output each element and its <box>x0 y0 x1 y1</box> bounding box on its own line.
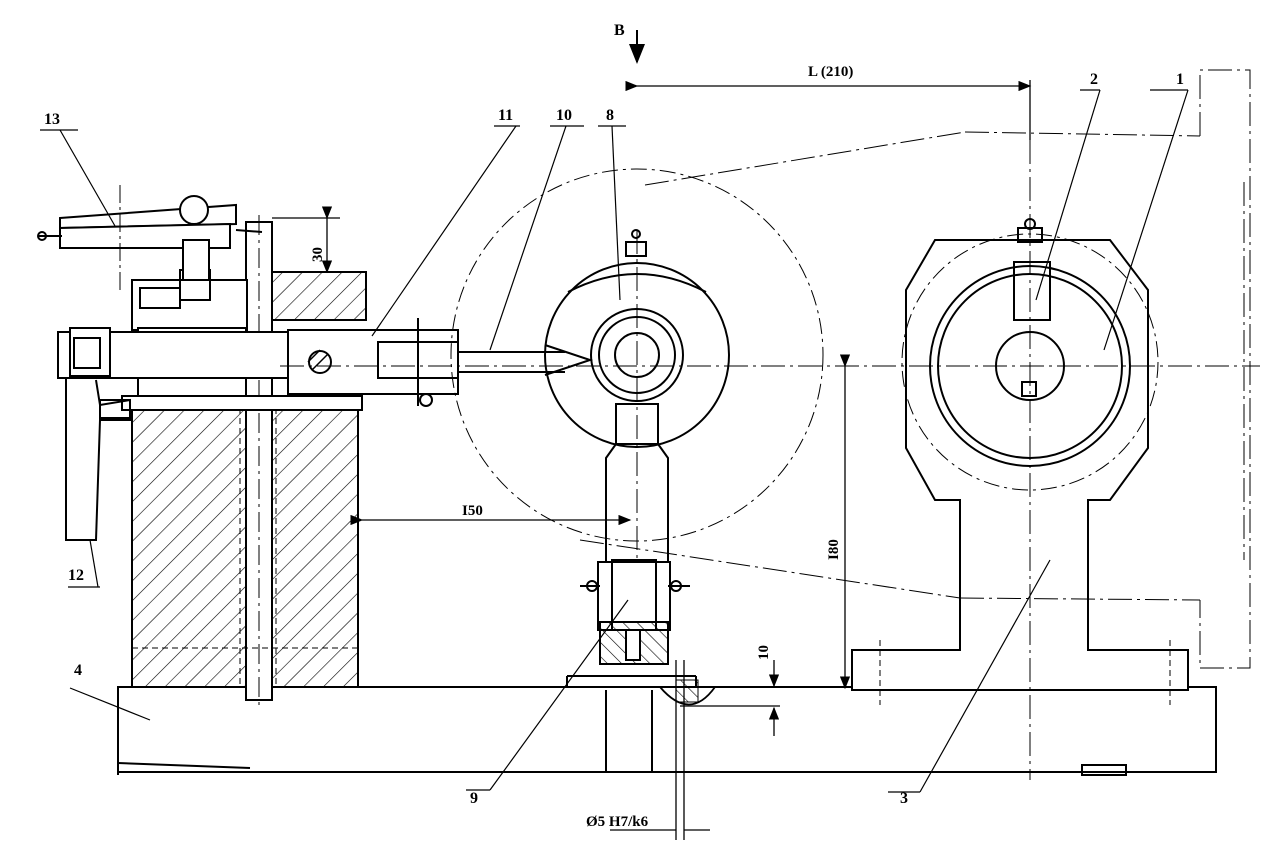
dimension-10: 10 <box>756 645 772 660</box>
bearing-housing <box>851 140 1189 780</box>
dimension-lines <box>272 30 1032 840</box>
callout-8: 8 <box>606 107 614 124</box>
dimension-fit: Ø5 H7/k6 <box>586 814 649 830</box>
left-column-block <box>121 215 367 705</box>
dimension-height: I80 <box>826 539 842 560</box>
handle <box>65 378 131 541</box>
dimension-30: 30 <box>310 247 326 262</box>
dimension-length: L (210) <box>808 64 853 80</box>
callout-11: 11 <box>498 107 513 124</box>
dimension-reach: I50 <box>462 503 483 519</box>
dial-indicator <box>37 185 263 290</box>
labels: B L (210) I80 I50 30 10 Ø5 H7/k6 1 2 3 4… <box>44 22 1184 830</box>
lever-arm <box>57 318 594 407</box>
center-lines <box>280 69 1260 669</box>
callout-2: 2 <box>1090 71 1098 88</box>
callout-9: 9 <box>470 790 478 807</box>
pin-holder <box>580 559 690 665</box>
callout-4: 4 <box>74 662 82 679</box>
callout-1: 1 <box>1176 71 1184 88</box>
callout-12: 12 <box>68 567 84 584</box>
leader-lines <box>40 89 1189 793</box>
callout-3: 3 <box>900 790 908 807</box>
callout-13: 13 <box>44 111 60 128</box>
view-marker-b: B <box>614 22 625 39</box>
callout-10: 10 <box>556 107 572 124</box>
